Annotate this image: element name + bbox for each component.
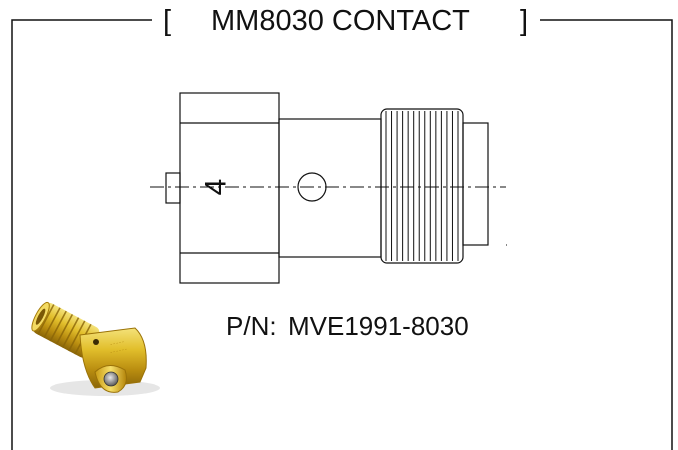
contact-technical-drawing (165, 92, 489, 284)
thread-lines (385, 111, 459, 261)
diagram-title: MM8030 CONTACT (211, 5, 470, 37)
contact-number-label: 4 (200, 179, 233, 196)
svg-text:------: ------ (109, 346, 128, 356)
title-open-bracket: [ (163, 5, 172, 37)
part-number-value: MVE1991-8030 (288, 311, 469, 341)
thread-section (380, 108, 464, 264)
part-number-label: P/N: (226, 311, 277, 341)
contact-barrel (278, 118, 382, 258)
svg-text:-----: ----- (109, 339, 125, 348)
title-close-bracket: ] (520, 5, 529, 37)
title-frame (11, 19, 673, 450)
contact-tip (462, 122, 489, 246)
contact-product-photo: ----- ------ (31, 301, 160, 396)
contact-pin-stub (165, 172, 181, 204)
